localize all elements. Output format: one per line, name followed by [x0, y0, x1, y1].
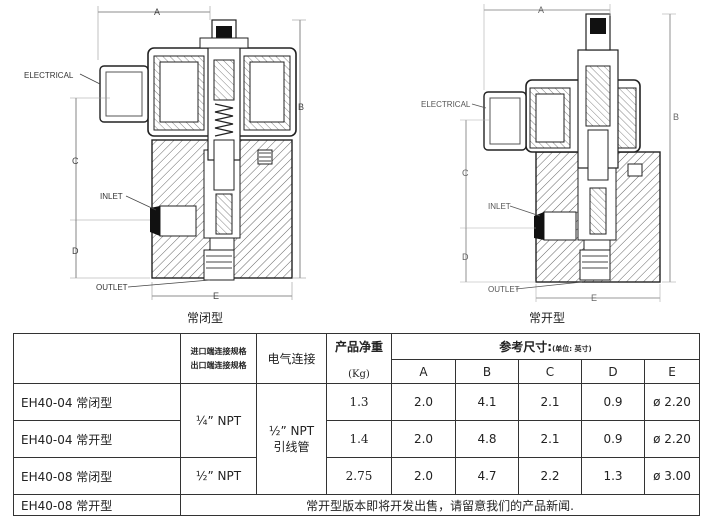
header-ref-unit: (单位: 英寸): [552, 345, 592, 353]
dim-c-label: C: [72, 156, 79, 166]
dim-a-label: A: [538, 5, 544, 15]
electrical-cell: ½” NPT 引线管: [256, 383, 327, 495]
port-spec-cell: ¼” NPT: [180, 383, 257, 458]
weight-cell: 1.4: [326, 420, 392, 458]
dim-c-cell: 2.1: [518, 420, 582, 458]
dim-e-cell: ø 2.20: [643, 420, 701, 458]
inlet-label: INLET: [488, 202, 511, 211]
dim-d-label: D: [72, 246, 79, 256]
valve-drawings: ELECTRICAL INLET OUTLET A B C D E: [24, 4, 679, 303]
dim-c-cell: 2.2: [518, 457, 582, 495]
electrical-label: ELECTRICAL: [24, 71, 74, 80]
header-dim-a: A: [391, 359, 456, 384]
outlet-label: OUTLET: [488, 285, 520, 294]
dim-b-cell: 4.8: [455, 420, 519, 458]
header-dim-b: B: [455, 359, 519, 384]
normally-closed-drawing: ELECTRICAL INLET OUTLET A B C D E: [24, 6, 306, 301]
header-outlet-spec: 出口端连接规格: [190, 360, 247, 370]
dim-b-label: B: [673, 112, 679, 122]
dim-d-cell: 1.3: [581, 457, 645, 495]
header-ref-dims: 参考尺寸:(单位: 英寸): [390, 333, 701, 360]
weight-cell: 1.3: [326, 383, 392, 421]
header-dim-e: E: [643, 359, 701, 384]
header-port-spec: 进口端连接规格 出口端连接规格: [180, 333, 257, 384]
electrical-conduit: 引线管: [273, 439, 310, 454]
model-cell: EH40-08 常开型: [13, 494, 181, 516]
normally-closed-caption: 常闭型: [187, 311, 224, 325]
header-dim-c: C: [518, 359, 582, 384]
dim-e-cell: ø 3.00: [643, 457, 701, 495]
dim-a-label: A: [154, 7, 160, 17]
dim-b-cell: 4.7: [455, 457, 519, 495]
dim-c-cell: 2.1: [518, 383, 582, 421]
header-weight: 产品净重 (Kg): [326, 333, 392, 384]
header-weight-unit: (Kg): [348, 368, 370, 380]
port-spec-cell: ½” NPT: [180, 457, 257, 495]
table-row: EH40-08 常开型 常开型版本即将开发出售，请留意我们的产品新闻.: [13, 494, 701, 516]
dim-b-label: B: [298, 102, 304, 112]
model-cell: EH40-08 常闭型: [13, 457, 181, 495]
dim-a-cell: 2.0: [391, 420, 456, 458]
table-row: EH40-04 常闭型 ¼” NPT ½” NPT 引线管 1.3 2.0 4.…: [13, 383, 701, 495]
normally-open-drawing: ELECTRICAL INLET OUTLET A B C D E: [421, 4, 679, 303]
dim-e-label: E: [213, 291, 219, 301]
table-row: EH40-04 常开型 1.4 2.0 4.8 2.1 0.9 ø 2.20: [13, 420, 701, 458]
dim-b-cell: 4.1: [455, 383, 519, 421]
outlet-label: OUTLET: [96, 283, 128, 292]
model-cell: EH40-04 常开型: [13, 420, 181, 458]
dim-a-cell: 2.0: [391, 457, 456, 495]
dim-a-cell: 2.0: [391, 383, 456, 421]
dim-e-cell: ø 2.20: [643, 383, 701, 421]
header-model-cell: [13, 333, 181, 384]
header-electrical: 电气连接: [256, 333, 327, 384]
normally-open-caption: 常开型: [529, 311, 566, 325]
dim-e-label: E: [591, 293, 597, 303]
electrical-spec: ½” NPT: [268, 423, 315, 438]
inlet-label: INLET: [100, 192, 123, 201]
dim-d-cell: 0.9: [581, 383, 645, 421]
header-ref-dims-label: 参考尺寸:: [499, 340, 553, 354]
header-weight-label: 产品净重: [334, 339, 383, 354]
header-dim-d: D: [581, 359, 645, 384]
model-cell: EH40-04 常闭型: [13, 383, 181, 421]
electrical-label: ELECTRICAL: [421, 100, 471, 109]
header-inlet-spec: 进口端连接规格: [190, 346, 247, 356]
dim-c-label: C: [462, 168, 469, 178]
dim-d-label: D: [462, 252, 469, 262]
table-row: EH40-08 常闭型 ½” NPT 2.75 2.0 4.7 2.2 1.3 …: [13, 457, 701, 495]
dim-d-cell: 0.9: [581, 420, 645, 458]
weight-cell: 2.75: [326, 457, 392, 495]
availability-note: 常开型版本即将开发出售，请留意我们的产品新闻.: [179, 494, 701, 516]
spec-table: 进口端连接规格 出口端连接规格 电气连接 产品净重 (Kg) 参考尺寸:(单位:…: [13, 333, 701, 516]
